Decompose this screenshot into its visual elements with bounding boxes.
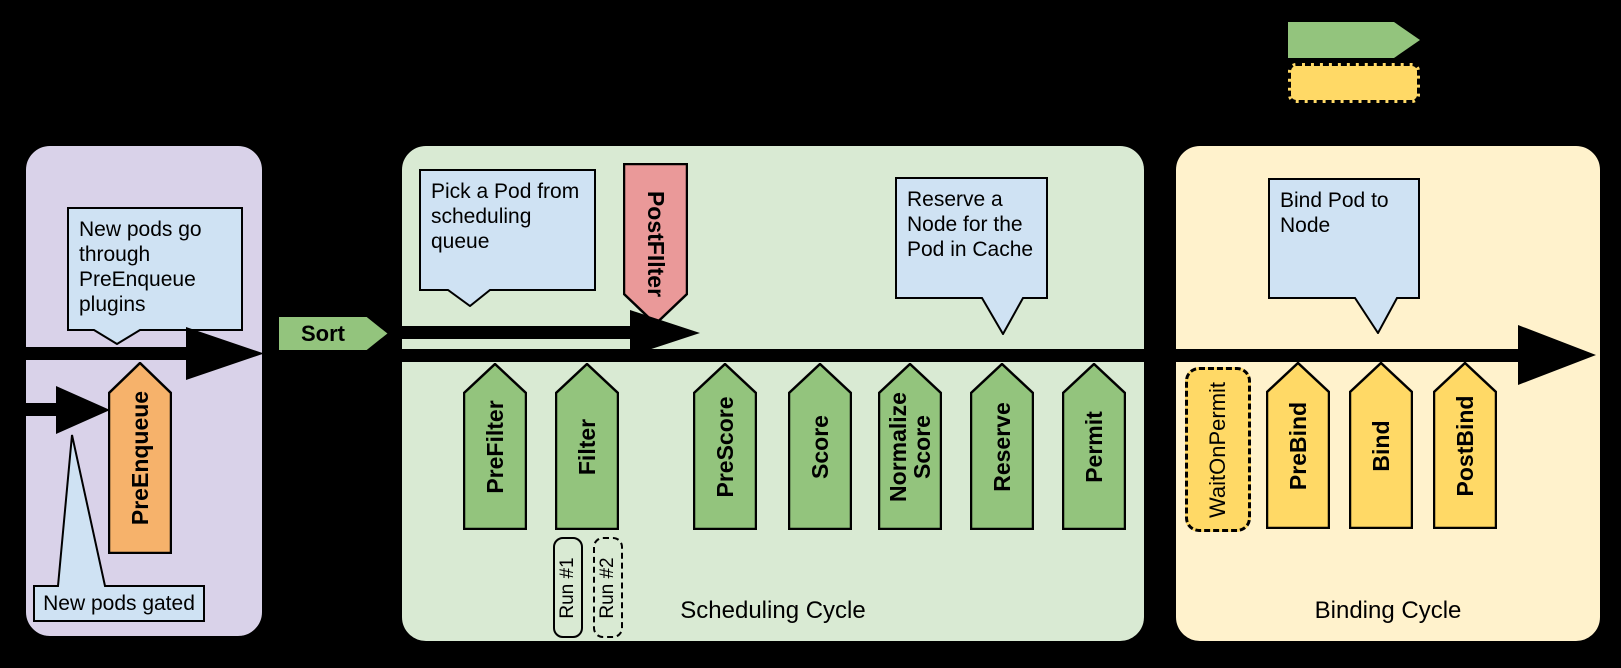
callout-new-pods-gated-text: New pods gated: [43, 592, 195, 615]
permit-label: Permit: [1081, 410, 1107, 483]
extension-point-bind: Bind: [1349, 362, 1413, 529]
filter-label: Filter: [574, 418, 600, 475]
filter-run1-label: Run #1: [557, 556, 578, 619]
postbind-label: PostBind: [1452, 395, 1478, 496]
extension-point-waitonpermit: WaitOnPermit: [1185, 367, 1251, 532]
filter-run2-box: Run #2: [593, 537, 623, 638]
reserve-label: Reserve: [989, 401, 1015, 492]
extension-point-prebind: PreBind: [1266, 362, 1330, 529]
extension-point-sort: Sort: [277, 315, 390, 352]
normalize-score-label: Normalize Score: [885, 391, 935, 502]
waitonpermit-label: WaitOnPermit: [1205, 381, 1230, 518]
main-flow-arrow-line: [402, 349, 1520, 362]
extension-point-postfilter: PostFIlter: [623, 163, 688, 325]
bubble-new-pods: New pods go through PreEnqueue plugins: [67, 207, 243, 345]
extension-point-score: Score: [788, 363, 852, 530]
score-label: Score: [807, 414, 833, 479]
bubble-reserve-node: Reserve a Node for the Pod in Cache: [895, 177, 1048, 335]
prefilter-label: PreFilter: [482, 399, 508, 494]
bind-label: Bind: [1368, 419, 1394, 472]
scheduling-cycle-title: Scheduling Cycle: [680, 597, 866, 624]
legend-extension-point-arrow-icon: [1288, 22, 1420, 58]
extension-point-normalize-score: Normalize Score: [878, 363, 942, 530]
extension-point-filter: Filter: [555, 363, 619, 530]
binding-cycle-title: Binding Cycle: [1314, 597, 1462, 624]
bubble-bind-pod-text: Bind Pod to Node: [1280, 189, 1389, 237]
callout-new-pods-gated: New pods gated: [33, 433, 205, 623]
bubble-reserve-node-text: Reserve a Node for the Pod in Cache: [907, 188, 1034, 261]
pick-pod-arrow-line: [402, 326, 632, 339]
prebind-label: PreBind: [1285, 401, 1311, 490]
extension-point-preenqueue: PreEnqueue: [108, 362, 172, 554]
extension-point-reserve: Reserve: [970, 363, 1034, 530]
preenqueue-label: PreEnqueue: [127, 390, 153, 526]
legend-optional-extension-box-icon: [1288, 63, 1420, 103]
bubble-pick-pod: Pick a Pod from scheduling queue: [419, 169, 596, 307]
extension-point-prefilter: PreFilter: [463, 363, 527, 530]
bubble-pick-pod-text: Pick a Pod from scheduling queue: [431, 180, 580, 253]
queue-arrow-line: [0, 347, 188, 360]
extension-point-postbind: PostBind: [1433, 362, 1497, 529]
extension-point-permit: Permit: [1062, 363, 1126, 530]
bubble-bind-pod: Bind Pod to Node: [1268, 178, 1420, 334]
postfilter-label: PostFIlter: [642, 190, 669, 298]
extension-point-prescore: PreScore: [693, 363, 757, 530]
sort-label: Sort: [301, 320, 345, 346]
prescore-label: PreScore: [712, 396, 738, 498]
filter-run2-label: Run #2: [597, 556, 618, 619]
filter-run1-box: Run #1: [553, 537, 583, 638]
bubble-new-pods-text: New pods go through PreEnqueue plugins: [79, 218, 202, 316]
gated-arrow-line: [0, 403, 58, 416]
